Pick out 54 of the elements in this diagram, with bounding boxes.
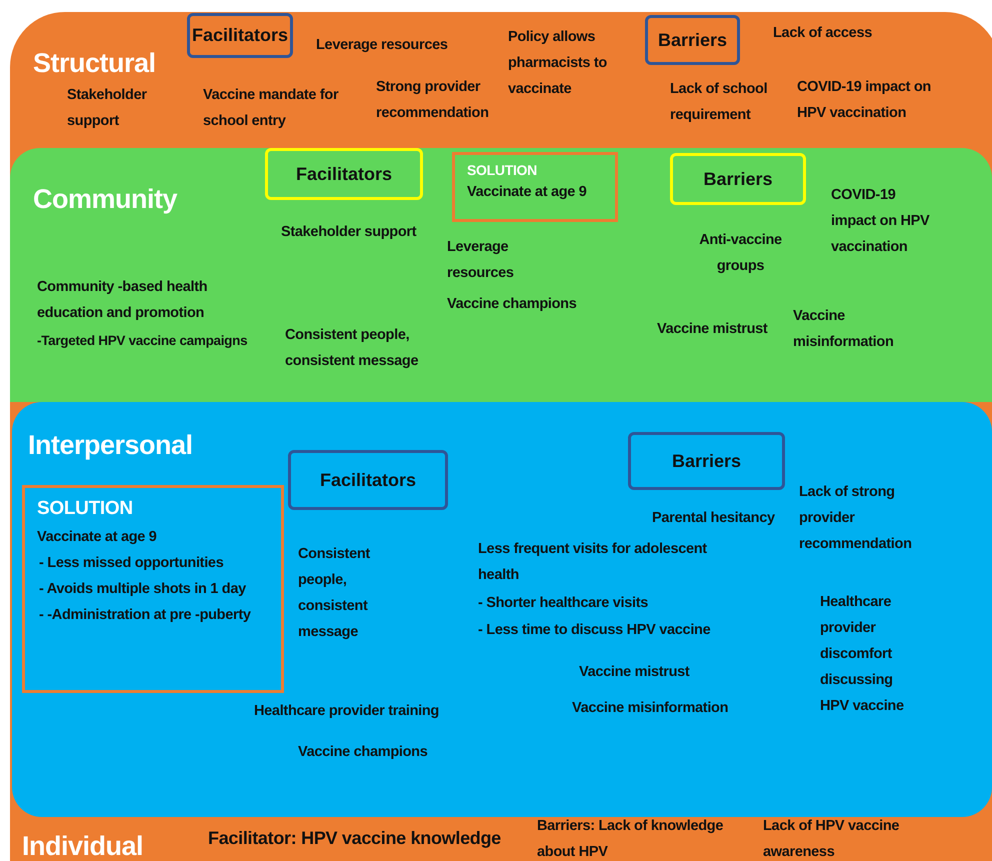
note-text: Vaccine champions <box>447 295 578 314</box>
note-text: Vaccine mandate for school entry <box>203 86 340 131</box>
solution-text: Vaccinate at age 9 <box>467 183 588 202</box>
note-text: Community -based health education and promotion <box>37 278 208 323</box>
note-text: Vaccine mistrust <box>579 663 690 682</box>
solution-box <box>452 152 618 222</box>
note-text: Leverage resources <box>447 238 515 283</box>
note-text: Strong provider recommendation <box>376 78 490 123</box>
heading-box: Facilitators <box>288 450 448 510</box>
level-band <box>12 402 992 817</box>
note-text: - Less time to discuss HPV vaccine <box>478 621 712 640</box>
solution-point: - -Administration at pre -puberty <box>38 606 252 625</box>
solution-point: - Avoids multiple shots in 1 day <box>38 580 247 599</box>
note-text: Stakeholder support <box>281 223 418 242</box>
heading-box: Barriers <box>670 153 806 205</box>
note-text: COVID-19 impact on HPV vaccination <box>831 186 930 257</box>
note-text: Vaccine misinformation <box>572 699 730 718</box>
note-text: Vaccine misinformation <box>793 307 895 352</box>
note-text: Vaccine champions <box>298 743 428 762</box>
heading-box: Barriers <box>645 15 740 65</box>
note-text: Parental hesitancy <box>652 509 776 528</box>
level-band <box>10 12 992 861</box>
note-text: Lack of HPV vaccine awareness <box>763 817 900 861</box>
solution-text: Vaccinate at age 9 <box>37 528 158 547</box>
note-text: Consistent people, consistent message <box>298 545 371 642</box>
note-text: Less frequent visits for adolescent health <box>478 540 708 585</box>
note-text: Facilitator: HPV vaccine knowledge <box>208 827 502 850</box>
note-text: Anti-vaccine groups <box>698 231 783 276</box>
note-text: Healthcare provider training <box>254 702 440 721</box>
note-text: COVID-19 impact on HPV vaccination <box>797 78 932 123</box>
note-text: Consistent people, consistent message <box>285 326 420 371</box>
solution-heading: SOLUTION <box>467 161 538 179</box>
heading-box: Facilitators <box>265 148 423 200</box>
level-title: Community <box>33 184 177 215</box>
level-band <box>10 148 992 402</box>
heading-box: Barriers <box>628 432 785 490</box>
solution-box <box>22 485 284 693</box>
level-title: Structural <box>33 48 156 79</box>
level-title: Interpersonal <box>28 430 193 461</box>
note-text: Lack of strong provider recommendation <box>799 483 913 554</box>
note-text: - Shorter healthcare visits <box>478 594 649 613</box>
note-text: Policy allows pharmacists to vaccinate <box>508 28 608 99</box>
note-text: -Targeted HPV vaccine campaigns <box>37 332 248 350</box>
note-text: Barriers: Lack of knowledge about HPV <box>537 817 724 861</box>
note-text: Stakeholder support <box>67 86 148 131</box>
note-text: Leverage resources <box>316 36 449 55</box>
note-text: Lack of school requirement <box>670 80 768 125</box>
heading-box: Facilitators <box>187 13 293 58</box>
solution-point: - Less missed opportunities <box>38 554 224 573</box>
level-title: Individual <box>22 830 144 861</box>
note-text: Healthcare provider discomfort discussing HPV vaccine <box>820 593 905 716</box>
note-text: Lack of access <box>773 24 873 43</box>
note-text: Vaccine mistrust <box>657 320 768 339</box>
solution-heading: SOLUTION <box>37 497 134 521</box>
